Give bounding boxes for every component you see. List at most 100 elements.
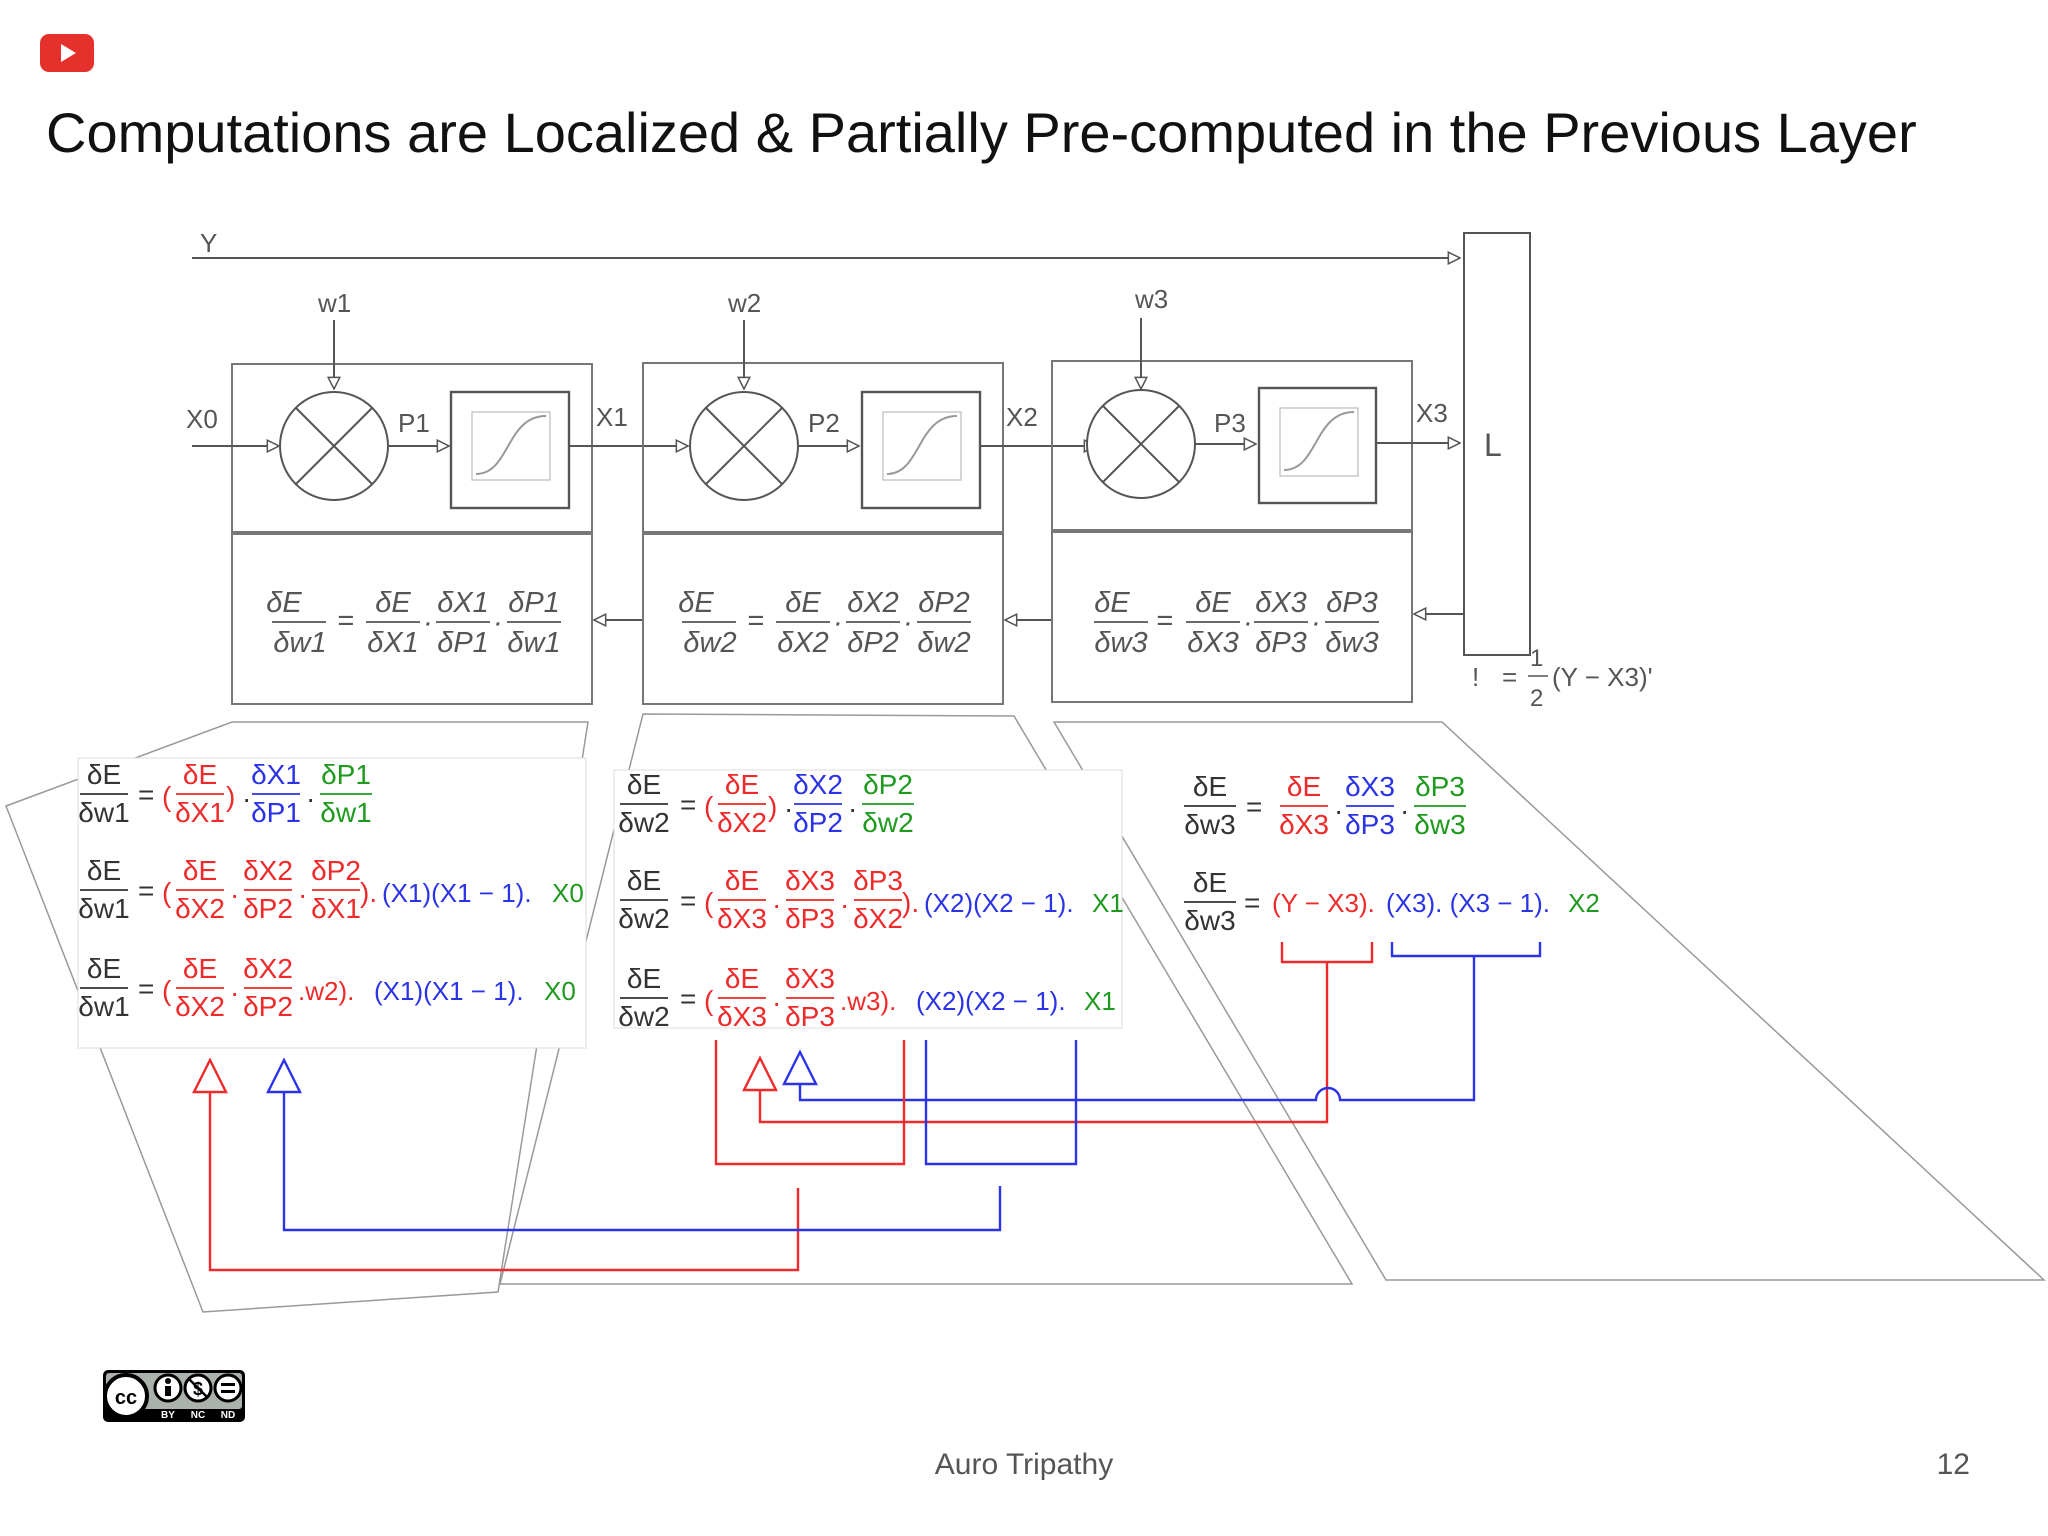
- svg-text:·: ·: [1400, 795, 1409, 826]
- cc-by-nc-nd-icon: cc $ BY NC ND: [103, 1370, 245, 1422]
- svg-text:δX3: δX3: [1345, 771, 1395, 802]
- layer-1-forward: w1 X0 P1 X1: [186, 288, 688, 533]
- layer-3-sigmoid-box: [1257, 386, 1378, 505]
- svg-text:δw3: δw3: [1414, 809, 1465, 840]
- svg-text:(: (: [704, 791, 714, 822]
- svg-text:·: ·: [493, 607, 503, 639]
- svg-text:·: ·: [298, 879, 307, 910]
- zoom-panel-layer-1: [5, 721, 589, 1313]
- svg-text:δE: δE: [785, 587, 821, 619]
- layer-1-weight-label: w1: [317, 288, 351, 318]
- svg-text:·: ·: [772, 987, 781, 1018]
- svg-text:δE: δE: [678, 587, 714, 619]
- svg-text:δw2: δw2: [618, 1001, 669, 1032]
- blue-link-layer-3-to-2: [798, 956, 1476, 1102]
- svg-text:=: =: [1156, 605, 1173, 637]
- layer-2-weight-label: w2: [727, 288, 761, 318]
- svg-text:δE: δE: [725, 963, 759, 994]
- svg-text:X1: X1: [1084, 986, 1116, 1016]
- expansion-layer-3-row-1: δE δw3 = δE δX3 · δX3 δP3 · δP3 δw3: [1184, 771, 1466, 840]
- svg-text:X0: X0: [552, 878, 584, 908]
- svg-text:=: =: [138, 973, 154, 1004]
- expansion-layer-1: δE δw1 = ( δE δX1 ) · δX1 δP1 · δP1 δw1: [78, 759, 584, 1022]
- svg-text:·: ·: [423, 607, 433, 639]
- footer-author: Auro Tripathy: [934, 1448, 1114, 1481]
- expansion-layer-2-row-2: δE δw2 = ( δE δX3 · δX3 δP3 · δP3 δX2 ).…: [618, 865, 1124, 934]
- svg-text:δE: δE: [1193, 771, 1227, 802]
- svg-text:δP1: δP1: [321, 759, 371, 790]
- svg-text:δE: δE: [725, 865, 759, 896]
- svg-text:δE: δE: [266, 587, 302, 619]
- cc-tag-nd: ND: [221, 1410, 235, 1421]
- svg-text:·: ·: [242, 783, 251, 814]
- blue-arrowhead-layer-2: [782, 1049, 818, 1086]
- svg-text:δX2: δX2: [175, 991, 225, 1022]
- cc-tag-by: BY: [161, 1410, 175, 1421]
- expansion-layer-1-row-3: δE δw1 = ( δE δX2 · δX2 δP2 .w2). (X1)(X…: [78, 953, 576, 1022]
- layer-3-multiply-node: [1086, 389, 1196, 499]
- layer-1-output-label: X1: [596, 402, 628, 432]
- blue-arrowhead-layer-1: [266, 1057, 302, 1094]
- svg-text:·: ·: [903, 607, 913, 639]
- svg-text:δX3: δX3: [717, 903, 767, 934]
- red-link-layer-2-to-1: [208, 1092, 800, 1272]
- svg-text:=: =: [1244, 887, 1260, 918]
- svg-text:δw1: δw1: [78, 893, 129, 924]
- red-bracket-layer-2: [714, 1040, 906, 1166]
- svg-text:δE: δE: [1193, 867, 1227, 898]
- red-arrowhead-layer-1: [192, 1057, 228, 1094]
- layer-1-gradient-box: δE δw1 = δE δX1 · δX1 δP1 · δP1 δw1: [231, 533, 643, 705]
- svg-text:·: ·: [1243, 607, 1253, 639]
- expansion-layer-2: δE δw2 = ( δE δX2 ) · δX2 δP2 · δP2 δw2 …: [618, 769, 1124, 1032]
- svg-text:δE: δE: [183, 759, 217, 790]
- svg-text:·: ·: [1334, 795, 1343, 826]
- svg-text:δE: δE: [1195, 587, 1231, 619]
- loss-half-den: 2: [1530, 685, 1543, 712]
- svg-text:.w2).: .w2).: [298, 976, 354, 1006]
- expansion-layer-2-row-3: δE δw2 = ( δE δX3 · δX3 δP3 .w3). (X2)(X…: [618, 963, 1116, 1032]
- svg-text:=: =: [680, 885, 696, 916]
- layer-2-forward: w2 P2 X2: [642, 288, 1096, 533]
- loss-half-num: 1: [1530, 645, 1543, 672]
- svg-text:δP3: δP3: [853, 865, 903, 896]
- loss-lhs: !: [1472, 662, 1479, 692]
- slide-title: Computations are Localized & Partially P…: [46, 101, 1917, 164]
- svg-text:(X2)(X2 − 1).: (X2)(X2 − 1).: [916, 986, 1066, 1016]
- svg-text:=: =: [337, 605, 354, 637]
- layer-1-product-label: P1: [398, 408, 430, 438]
- red-link-layer-3-to-2: [758, 962, 1329, 1124]
- svg-text:=: =: [138, 779, 154, 810]
- svg-text:=: =: [680, 983, 696, 1014]
- layer-1-multiply-node: [279, 391, 389, 501]
- page-number: 12: [1936, 1448, 1970, 1481]
- svg-text:(: (: [704, 887, 714, 918]
- svg-text:δP3: δP3: [785, 1001, 835, 1032]
- svg-text:δw3: δw3: [1325, 627, 1378, 659]
- svg-text:δP3: δP3: [785, 903, 835, 934]
- svg-text:δP3: δP3: [1415, 771, 1465, 802]
- zoom-panel-layer-3: [1052, 721, 2046, 1281]
- svg-text:·: ·: [306, 783, 315, 814]
- svg-text:): ): [768, 791, 777, 822]
- svg-text:·: ·: [1311, 607, 1321, 639]
- svg-text:δP2: δP2: [243, 893, 293, 924]
- blue-link-layer-2-to-1: [282, 1092, 1002, 1232]
- svg-text:δX2: δX2: [243, 855, 293, 886]
- loss-body: (Y − X3)': [1552, 662, 1653, 692]
- svg-text:δE: δE: [725, 769, 759, 800]
- svg-text:δw1: δw1: [273, 627, 326, 659]
- svg-text:δE: δE: [183, 953, 217, 984]
- svg-text:δw2: δw2: [683, 627, 736, 659]
- svg-text:): ): [226, 781, 235, 812]
- svg-text:δE: δE: [183, 855, 217, 886]
- svg-text:X1: X1: [1092, 888, 1124, 918]
- svg-text:δX2: δX2: [847, 587, 899, 619]
- svg-text:).: ).: [902, 887, 919, 918]
- svg-text:·: ·: [848, 793, 857, 824]
- cc-tag-nc: NC: [191, 1410, 205, 1421]
- svg-text:δX2: δX2: [243, 953, 293, 984]
- svg-text:=: =: [680, 789, 696, 820]
- svg-text:δw2: δw2: [618, 903, 669, 934]
